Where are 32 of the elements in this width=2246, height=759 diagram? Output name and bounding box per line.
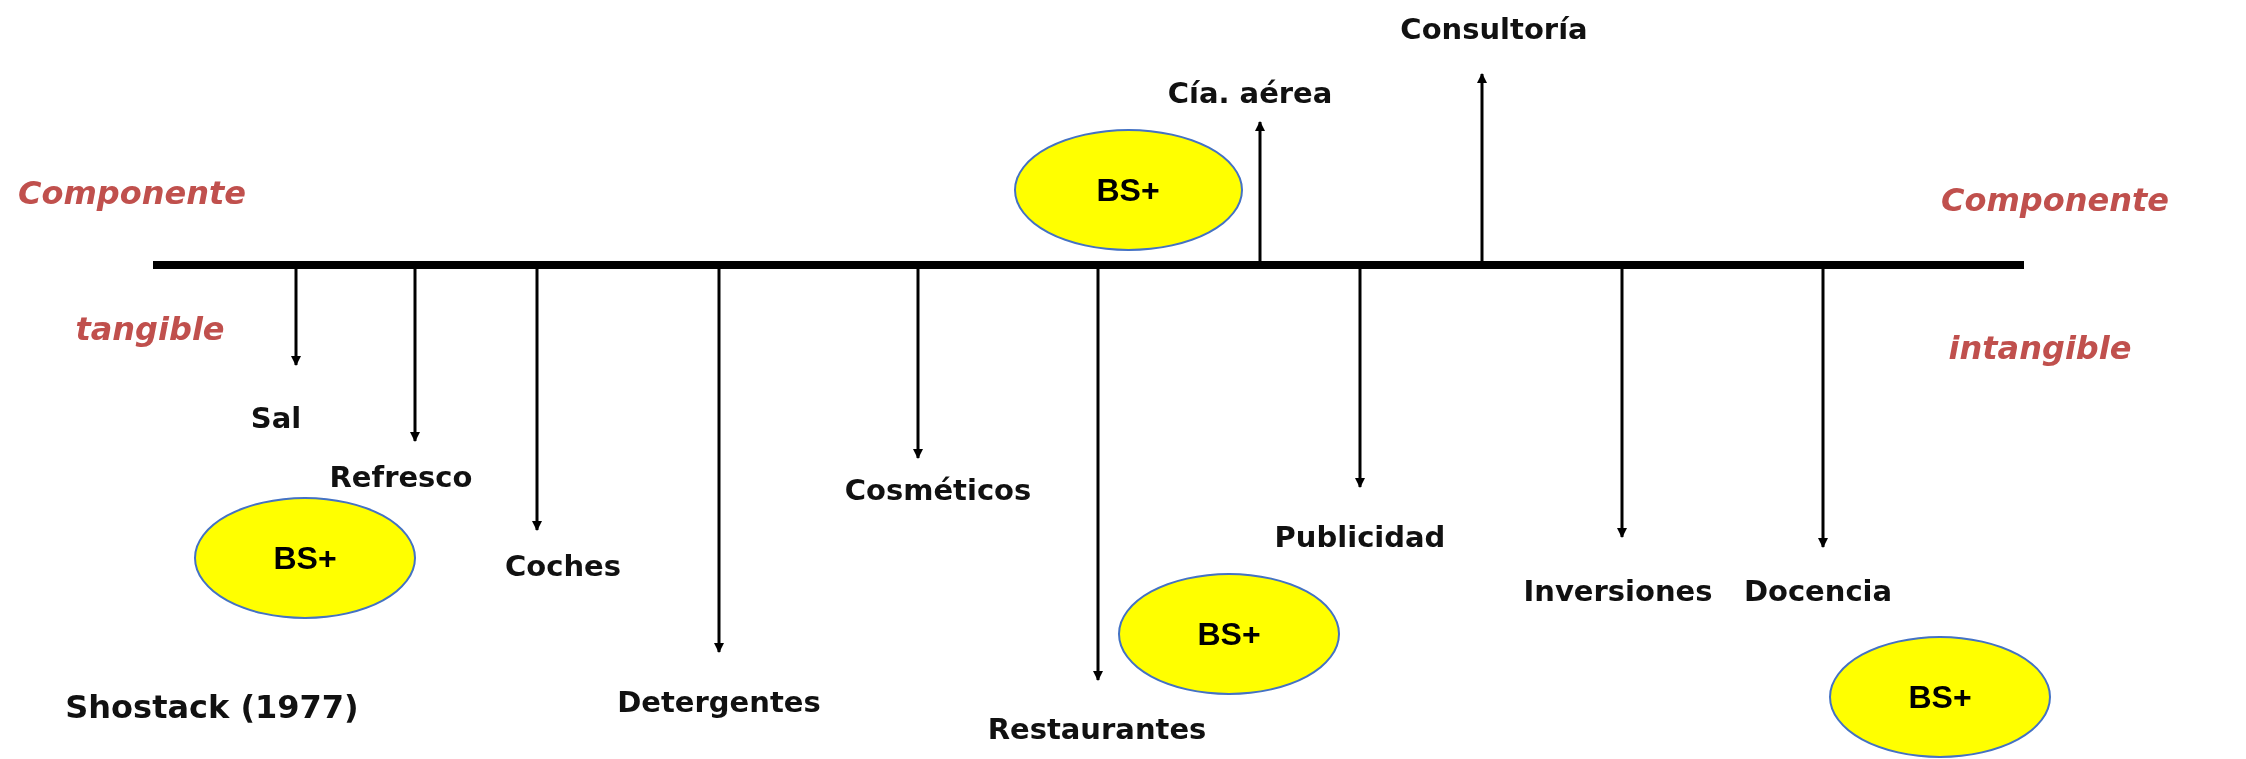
arrow: [913, 269, 923, 459]
item-label: Detergentes: [617, 684, 821, 720]
arrow: [1093, 269, 1103, 681]
ellipse-node: BS+: [194, 497, 416, 619]
item-label: Coches: [505, 548, 621, 584]
axis-end-label: tangible: [75, 309, 225, 349]
arrow: [1617, 269, 1627, 538]
item-label: Cosméticos: [844, 472, 1032, 508]
item-label: Restaurantes: [987, 711, 1207, 747]
item-label: Sal: [250, 400, 302, 436]
arrow: [1818, 269, 1828, 548]
citation-caption: Shostack (1977): [65, 687, 359, 727]
arrow: [1255, 121, 1265, 261]
item-label: Cía. aérea: [1167, 75, 1333, 111]
ellipse-node: BS+: [1829, 636, 2051, 758]
item-label: Refresco: [329, 459, 473, 495]
item-label: Publicidad: [1274, 519, 1446, 555]
axis-end-label: intangible: [1948, 328, 2132, 368]
arrow: [1477, 73, 1487, 261]
ellipse-node: BS+: [1013, 129, 1243, 251]
axis-end-label: Componente: [18, 173, 246, 213]
arrow: [410, 269, 420, 442]
item-label: Consultoría: [1400, 11, 1588, 47]
item-label: Docencia: [1743, 573, 1893, 609]
arrow: [1355, 269, 1365, 488]
arrow: [291, 269, 301, 366]
arrow: [714, 269, 724, 653]
arrow: [532, 269, 542, 531]
axis-bar: [153, 261, 2024, 269]
axis-end-label: Componente: [1941, 180, 2169, 220]
item-label: Inversiones: [1523, 573, 1713, 609]
ellipse-node: BS+: [1118, 573, 1340, 695]
